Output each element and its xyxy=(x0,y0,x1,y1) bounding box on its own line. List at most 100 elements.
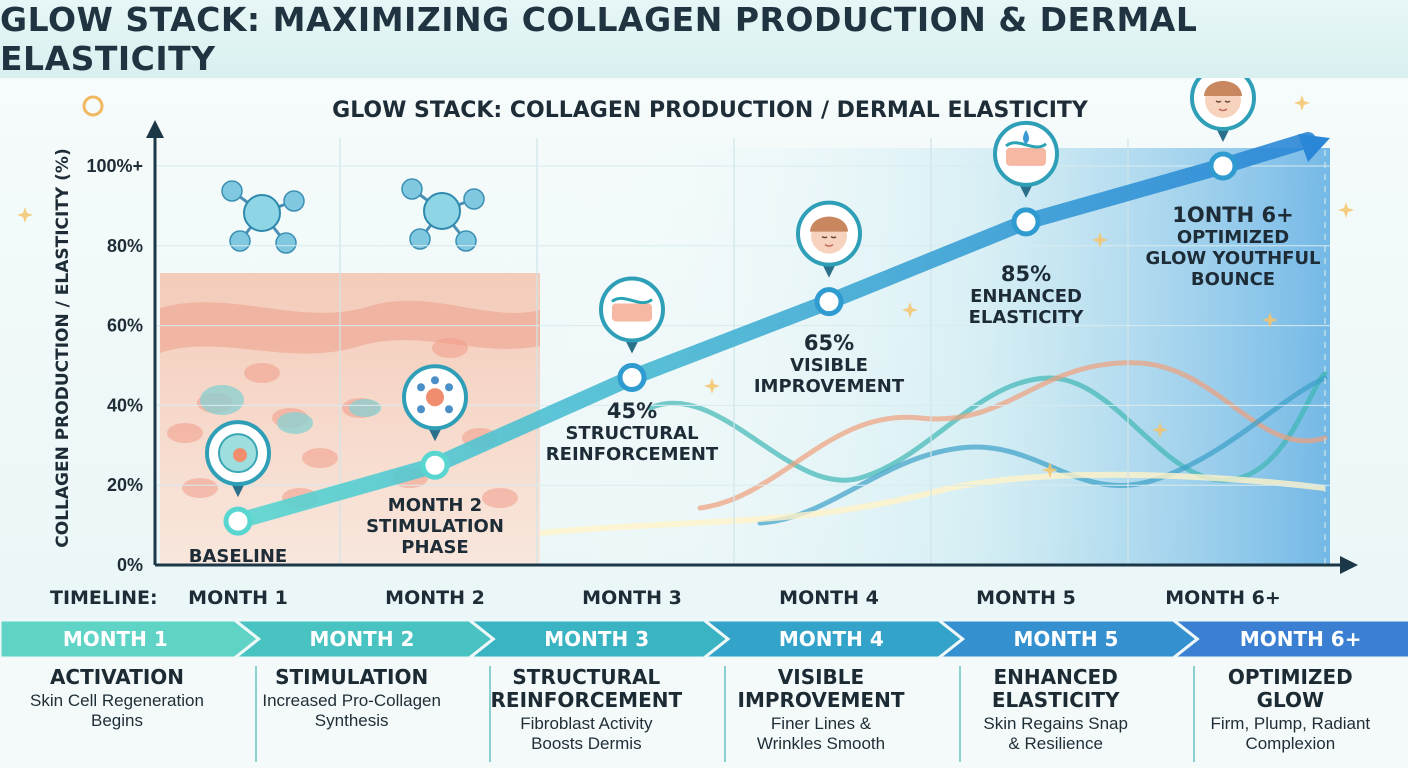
step-arrow-segment xyxy=(701,620,966,658)
collagen-fiber xyxy=(757,375,1328,526)
step-title-line: STIMULATION xyxy=(275,665,429,689)
sparkle-icon xyxy=(1262,312,1278,328)
point-label: 1ONTH 6+ xyxy=(1172,203,1293,227)
page-title: GLOW STACK: MAXIMIZING COLLAGEN PRODUCTI… xyxy=(0,0,1198,78)
sparkle-icon xyxy=(1042,462,1058,478)
step-title-line: STRUCTURAL xyxy=(512,665,661,689)
y-tick-label: 80% xyxy=(107,236,143,256)
x-axis-arrow xyxy=(1340,556,1358,574)
step-month-label: MONTH 5 xyxy=(1013,627,1119,651)
step-title-line: VISIBLE xyxy=(777,665,865,689)
pin-tail xyxy=(428,427,442,442)
step-title-line: ELASTICITY xyxy=(991,688,1120,712)
data-point xyxy=(223,506,253,536)
stem-cell xyxy=(277,412,313,434)
step-description-line: Finer Lines & xyxy=(770,714,872,733)
molecule-atom xyxy=(283,190,305,212)
step-arrow-segment xyxy=(1170,620,1408,658)
step-title: STIMULATION xyxy=(239,666,465,689)
step-month-label: MONTH 1 xyxy=(62,627,168,651)
glow-streak xyxy=(539,471,1326,536)
face-eyes xyxy=(821,236,837,239)
molecule-icon xyxy=(402,364,468,442)
molecule-core xyxy=(426,388,444,407)
molecule-icon xyxy=(221,180,305,254)
pin-tail xyxy=(231,483,245,498)
step-description-line: Increased Pro-Collagen xyxy=(262,691,441,710)
step-description-line: Firm, Plump, Radiant xyxy=(1210,714,1371,733)
molecule-core xyxy=(243,194,281,232)
step-description-line: Synthesis xyxy=(314,711,389,730)
step-arrow-segment xyxy=(466,620,731,658)
step-divider xyxy=(724,666,726,762)
step-title-line: ENHANCED xyxy=(993,665,1118,689)
step-month-label: MONTH 3 xyxy=(544,627,650,651)
point-label: 65% xyxy=(804,331,854,355)
sparkle-icon xyxy=(704,378,720,394)
x-axis-label: TIMELINE: xyxy=(50,587,158,609)
molecule-atom xyxy=(401,178,423,200)
molecule-atom xyxy=(221,180,243,202)
y-axis-arrow xyxy=(146,120,164,138)
x-tick-label: MONTH 4 xyxy=(779,587,879,609)
skin-layer xyxy=(612,303,652,322)
point-label: OPTIMIZED xyxy=(1177,227,1289,248)
cell-icon xyxy=(205,420,271,498)
data-point xyxy=(814,287,844,317)
data-point xyxy=(1011,207,1041,237)
chart-title: GLOW STACK: COLLAGEN PRODUCTION / DERMAL… xyxy=(332,98,1089,123)
point-label: 45% xyxy=(607,399,657,423)
skin-cell xyxy=(182,478,218,498)
x-tick-label: MONTH 1 xyxy=(188,587,288,609)
step-title-line: OPTIMIZED xyxy=(1227,665,1353,689)
step-title-line: GLOW xyxy=(1256,688,1325,712)
step-description-line: Wrinkles Smooth xyxy=(756,734,886,753)
step-divider xyxy=(1193,666,1196,762)
face-smile xyxy=(824,244,834,247)
water-drop xyxy=(1023,129,1029,144)
step-divider xyxy=(254,666,257,762)
step-description-line: Boosts Dermis xyxy=(531,734,642,753)
molecule-atom xyxy=(455,230,477,252)
step-description-line: Fibroblast Activity xyxy=(520,714,653,733)
skin-cell xyxy=(302,448,338,468)
molecule-atom xyxy=(409,228,431,250)
molecule-atom xyxy=(445,383,453,392)
step-title-line: REINFORCEMENT xyxy=(490,688,683,712)
step-description-line: & Resilience xyxy=(1008,734,1103,753)
pin-tail xyxy=(1019,183,1033,198)
y-tick-label: 0% xyxy=(117,555,143,575)
data-point xyxy=(617,362,647,392)
step-description: Finer Lines &Wrinkles Smooth xyxy=(708,714,934,754)
step-month-label: MONTH 2 xyxy=(309,627,415,651)
y-axis-label: COLLAGEN PRODUCTION / ELASTICITY (%) xyxy=(53,148,73,547)
face-eyes xyxy=(1215,100,1231,103)
collagen-fiber xyxy=(647,370,1328,483)
step-description: Skin Regains Snap& Resilience xyxy=(943,714,1169,754)
step-arrow-segment xyxy=(232,620,496,658)
point-label: STRUCTURAL xyxy=(565,423,698,444)
molecule-atom xyxy=(445,405,453,414)
skin-layer-icon xyxy=(599,276,665,354)
pin-tail xyxy=(1216,128,1230,142)
chart-panel: GLOW STACK: COLLAGEN PRODUCTION / DERMAL… xyxy=(0,78,1408,618)
stem-cell xyxy=(349,399,381,417)
step-arrow-bar xyxy=(0,620,1408,658)
sparkle-icon xyxy=(17,207,33,223)
face-hair xyxy=(1204,81,1242,96)
molecule-atom xyxy=(463,188,485,210)
x-tick-label: MONTH 2 xyxy=(385,587,485,609)
data-point xyxy=(1208,151,1238,181)
title-banner: GLOW STACK: MAXIMIZING COLLAGEN PRODUCTI… xyxy=(0,0,1408,78)
collagen-chart: GLOW STACK: COLLAGEN PRODUCTION / DERMAL… xyxy=(17,78,1358,609)
y-tick-label: 100%+ xyxy=(86,156,143,176)
